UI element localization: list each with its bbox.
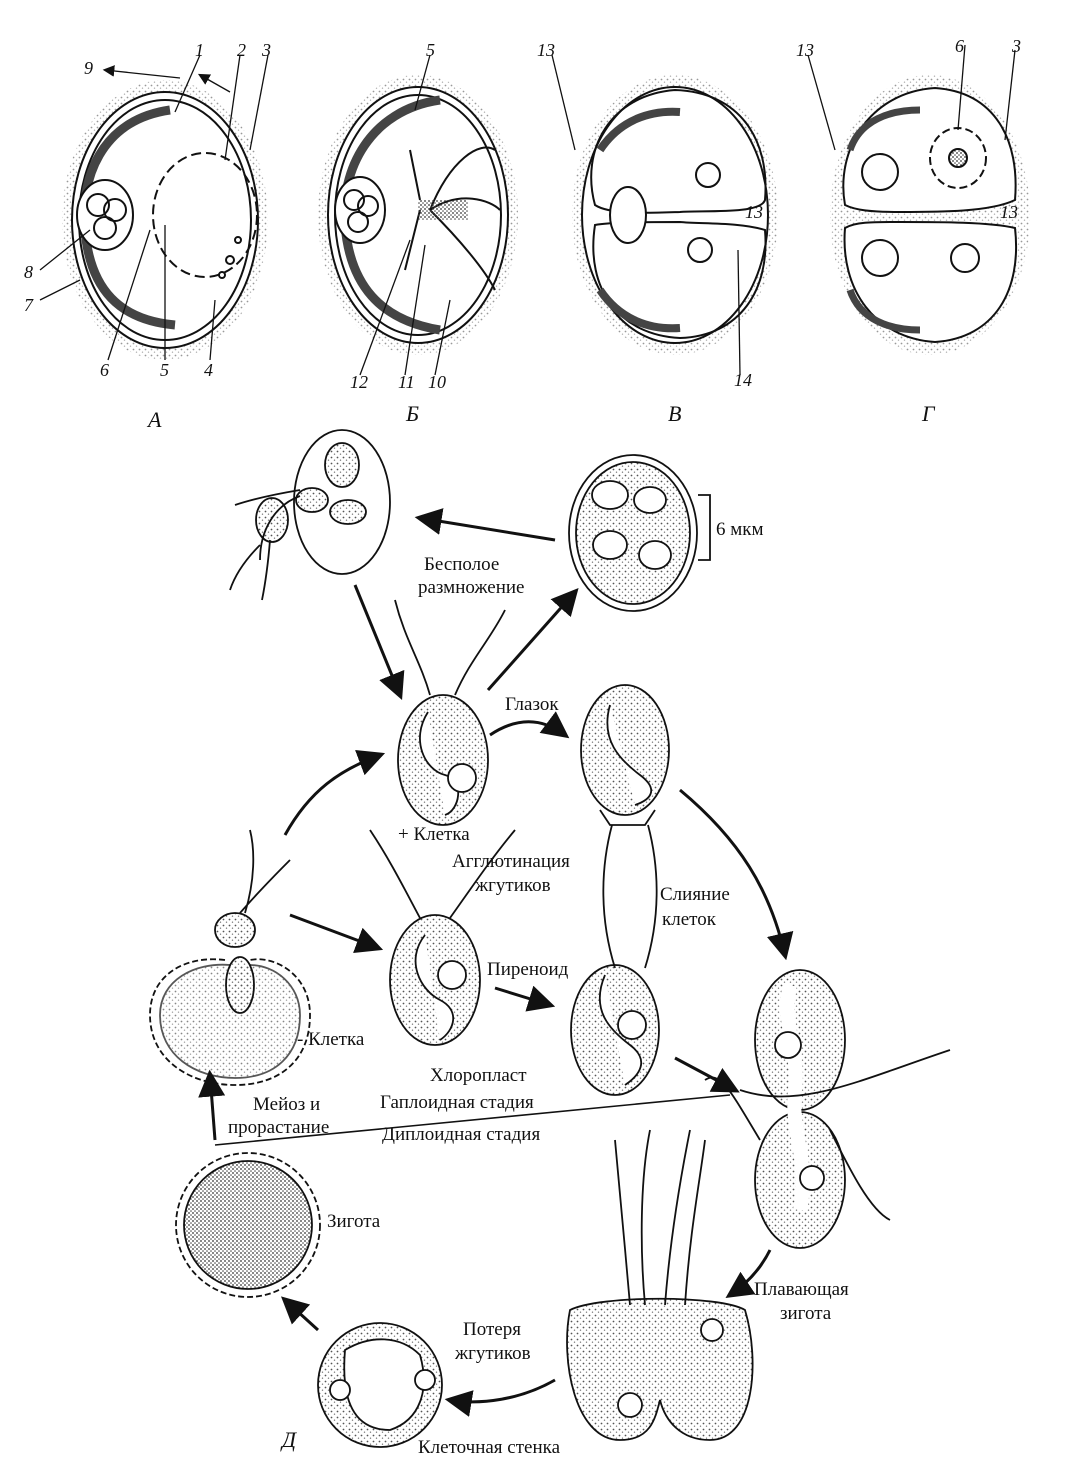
cell-g: [830, 75, 1030, 355]
asexual-label-2: размножение: [418, 577, 525, 598]
flagella-loss-label-1: Потеря: [463, 1319, 521, 1340]
fusing-pair: [704, 969, 951, 1249]
pyrenoid-label: Пиреноид: [487, 959, 569, 980]
panel-g-label: Г: [922, 401, 935, 426]
gamete-lower: [570, 964, 660, 1096]
swimming-zygote: [566, 1129, 754, 1441]
flagella-loss-label-2: жгутиков: [455, 1343, 531, 1364]
num-a-1: 1: [195, 40, 204, 60]
minus-cell: [369, 829, 516, 1046]
germinating-zygote: [149, 829, 311, 1086]
scale-bar-label: 6 мкм: [716, 519, 764, 540]
panel-d-label: Д: [282, 1427, 296, 1452]
num-b-5: 5: [426, 40, 435, 60]
num-g-3: 3: [1012, 36, 1021, 56]
num-v-13-top: 13: [537, 40, 555, 60]
num-a-2: 2: [237, 40, 246, 60]
walled-zygote-early: [317, 1322, 443, 1448]
num-g-13-side: 13: [1000, 202, 1018, 222]
num-b-12: 12: [350, 372, 368, 392]
ploidy-divider: [214, 1094, 731, 1146]
plus-cell-label: + Клетка: [398, 824, 470, 845]
asexual-label-1: Бесполое: [424, 554, 500, 575]
num-a-6: 6: [100, 360, 109, 380]
num-a-9: 9: [84, 58, 93, 78]
num-v-14: 14: [734, 370, 752, 390]
cell-a: [62, 80, 268, 360]
panel-b-label: Б: [406, 401, 419, 426]
num-a-8: 8: [24, 262, 33, 282]
cycle-arrows: [198, 508, 794, 1417]
fusion-bridge: [602, 824, 658, 969]
fusion-label-1: Слияние: [660, 884, 730, 905]
swimming-zygote-label-2: зигота: [780, 1303, 832, 1324]
haploid-stage-label: Гаплоидная стадия: [380, 1092, 534, 1113]
diploid-stage-label: Диплоидная стадия: [382, 1124, 541, 1145]
cell-b: [318, 75, 518, 355]
fusion-label-2: клеток: [662, 909, 716, 930]
cell-wall-label: Клеточная стенка: [418, 1437, 561, 1458]
num-g-13-top: 13: [796, 40, 814, 60]
zoospore-release: [229, 429, 391, 601]
swimming-zygote-label-1: Плавающая: [754, 1279, 849, 1300]
plus-cell: [394, 599, 506, 826]
minus-cell-label: - Клетка: [297, 1029, 365, 1050]
num-a-4: 4: [204, 360, 213, 380]
panel-v-label: В: [668, 401, 682, 426]
zygote: [175, 1152, 321, 1298]
agglutination-label-1: Агглютинация: [452, 851, 570, 872]
eyespot-label: Глазок: [505, 694, 559, 715]
num-a-7: 7: [24, 295, 33, 315]
meiosis-label-2: прорастание: [228, 1117, 330, 1138]
num-v-13-side: 13: [745, 202, 763, 222]
num-b-10: 10: [428, 372, 446, 392]
chloroplast-label: Хлоропласт: [430, 1065, 527, 1086]
leader-lines: [39, 44, 1016, 376]
num-g-6: 6: [955, 36, 964, 56]
num-a-3: 3: [262, 40, 271, 60]
sporangium: [568, 454, 711, 612]
panel-a-label: А: [148, 407, 162, 432]
cell-v: [572, 75, 778, 355]
zygote-label: Зигота: [327, 1211, 381, 1232]
eyespot-gamete-upper: [580, 684, 670, 826]
meiosis-label-1: Мейоз и: [253, 1094, 321, 1115]
num-b-11: 11: [398, 372, 415, 392]
agglutination-label-2: жгутиков: [475, 875, 551, 896]
num-a-5: 5: [160, 360, 169, 380]
